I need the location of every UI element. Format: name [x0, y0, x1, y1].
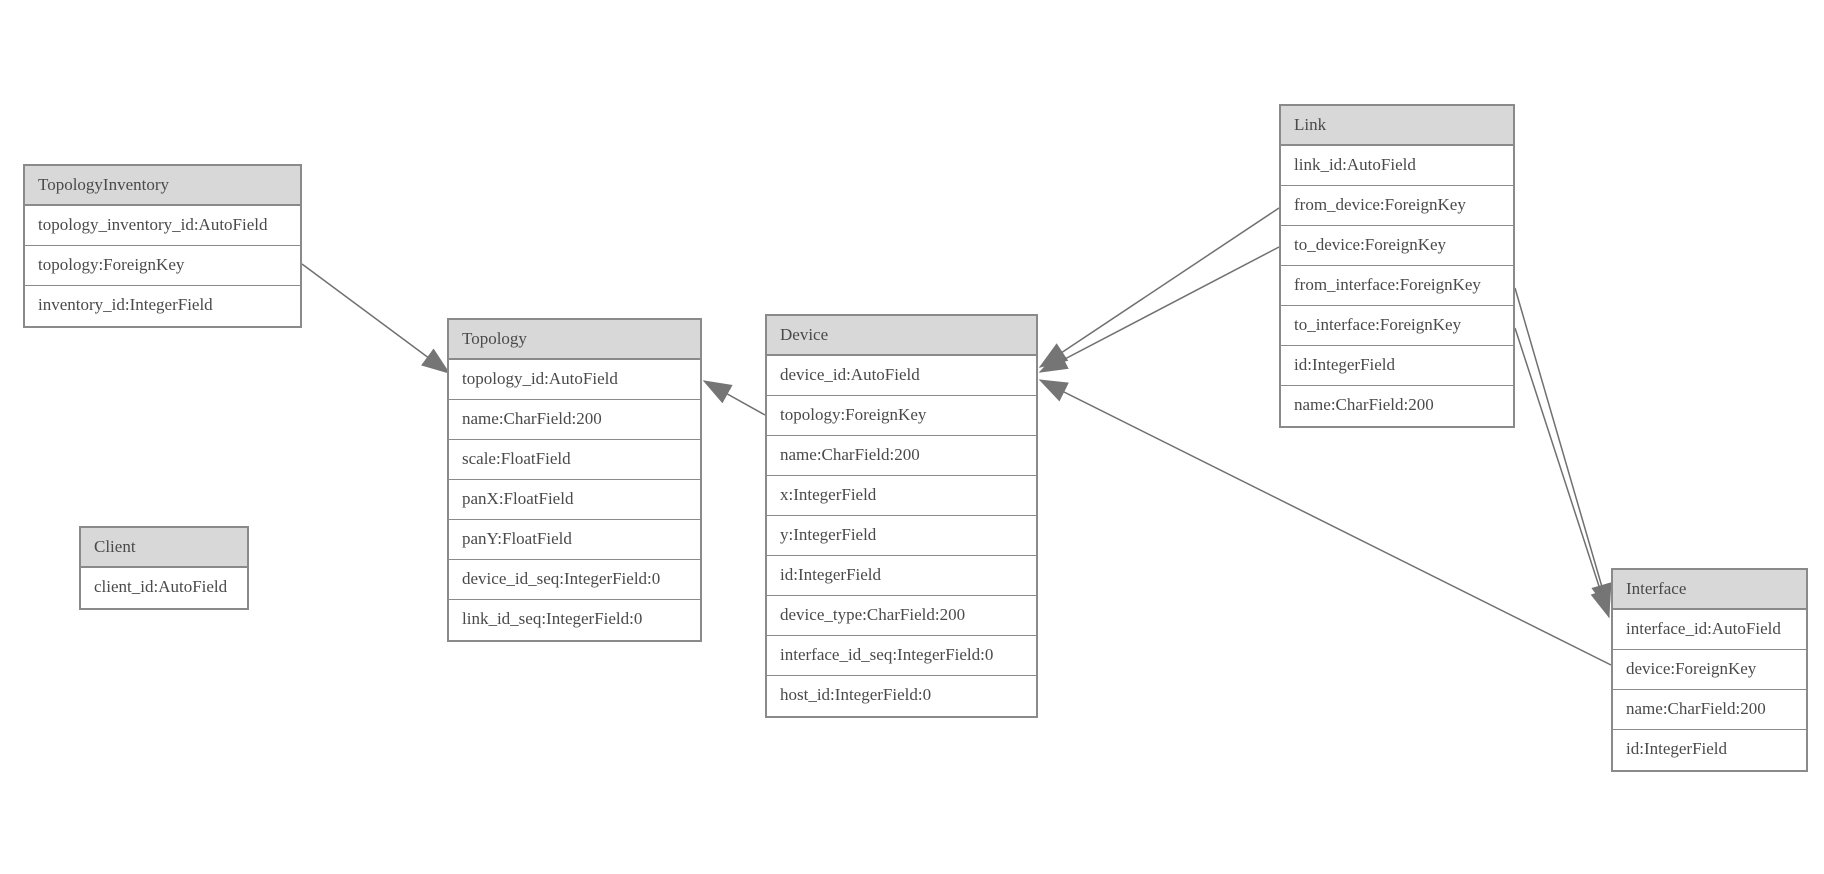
relation-device-topology-to-topology — [702, 380, 766, 416]
entity-field-row: inventory_id:IntegerField — [25, 286, 300, 326]
entity-title-topology: Topology — [449, 320, 700, 360]
entity-field-row: id:IntegerField — [1613, 730, 1806, 770]
entity-title-topology-inventory: TopologyInventory — [25, 166, 300, 206]
entity-field-row: device:ForeignKey — [1613, 650, 1806, 690]
entity-field-row: link_id:AutoField — [1281, 146, 1513, 186]
relation-link-from-device-to-device — [1038, 207, 1280, 368]
entity-field-row: topology_id:AutoField — [449, 360, 700, 400]
entity-title-client: Client — [81, 528, 247, 568]
entity-field-row: from_interface:ForeignKey — [1281, 266, 1513, 306]
entity-field-row: name:CharField:200 — [449, 400, 700, 440]
entity-field-row: id:IntegerField — [767, 556, 1036, 596]
entity-field-row: name:CharField:200 — [1281, 386, 1513, 426]
entity-field-row: to_interface:ForeignKey — [1281, 306, 1513, 346]
entity-field-row: client_id:AutoField — [81, 568, 247, 608]
entity-field-row: device_id:AutoField — [767, 356, 1036, 396]
entity-field-row: y:IntegerField — [767, 516, 1036, 556]
entity-field-row: topology:ForeignKey — [767, 396, 1036, 436]
entity-field-row: link_id_seq:IntegerField:0 — [449, 600, 700, 640]
entity-field-row: interface_id_seq:IntegerField:0 — [767, 636, 1036, 676]
entity-field-row: from_device:ForeignKey — [1281, 186, 1513, 226]
entity-field-row: interface_id:AutoField — [1613, 610, 1806, 650]
entity-field-row: scale:FloatField — [449, 440, 700, 480]
entity-field-row: panX:FloatField — [449, 480, 700, 520]
relation-topologyinventory-topology-to-topology — [301, 263, 451, 374]
relation-link-to-interface-to-interface — [1514, 327, 1611, 619]
entity-title-interface: Interface — [1613, 570, 1806, 610]
relation-link-from-interface-to-interface — [1514, 287, 1612, 613]
entity-field-row: to_device:ForeignKey — [1281, 226, 1513, 266]
entity-field-row: host_id:IntegerField:0 — [767, 676, 1036, 716]
entity-field-row: device_type:CharField:200 — [767, 596, 1036, 636]
entity-field-row: name:CharField:200 — [1613, 690, 1806, 730]
entity-field-row: panY:FloatField — [449, 520, 700, 560]
entity-title-link: Link — [1281, 106, 1513, 146]
entity-field-row: topology_inventory_id:AutoField — [25, 206, 300, 246]
entity-field-row: id:IntegerField — [1281, 346, 1513, 386]
entity-field-row: x:IntegerField — [767, 476, 1036, 516]
relation-link-to-device-to-device — [1038, 246, 1280, 373]
entity-field-row: topology:ForeignKey — [25, 246, 300, 286]
entity-title-device: Device — [767, 316, 1036, 356]
entity-field-row: device_id_seq:IntegerField:0 — [449, 560, 700, 600]
entity-field-row: name:CharField:200 — [767, 436, 1036, 476]
